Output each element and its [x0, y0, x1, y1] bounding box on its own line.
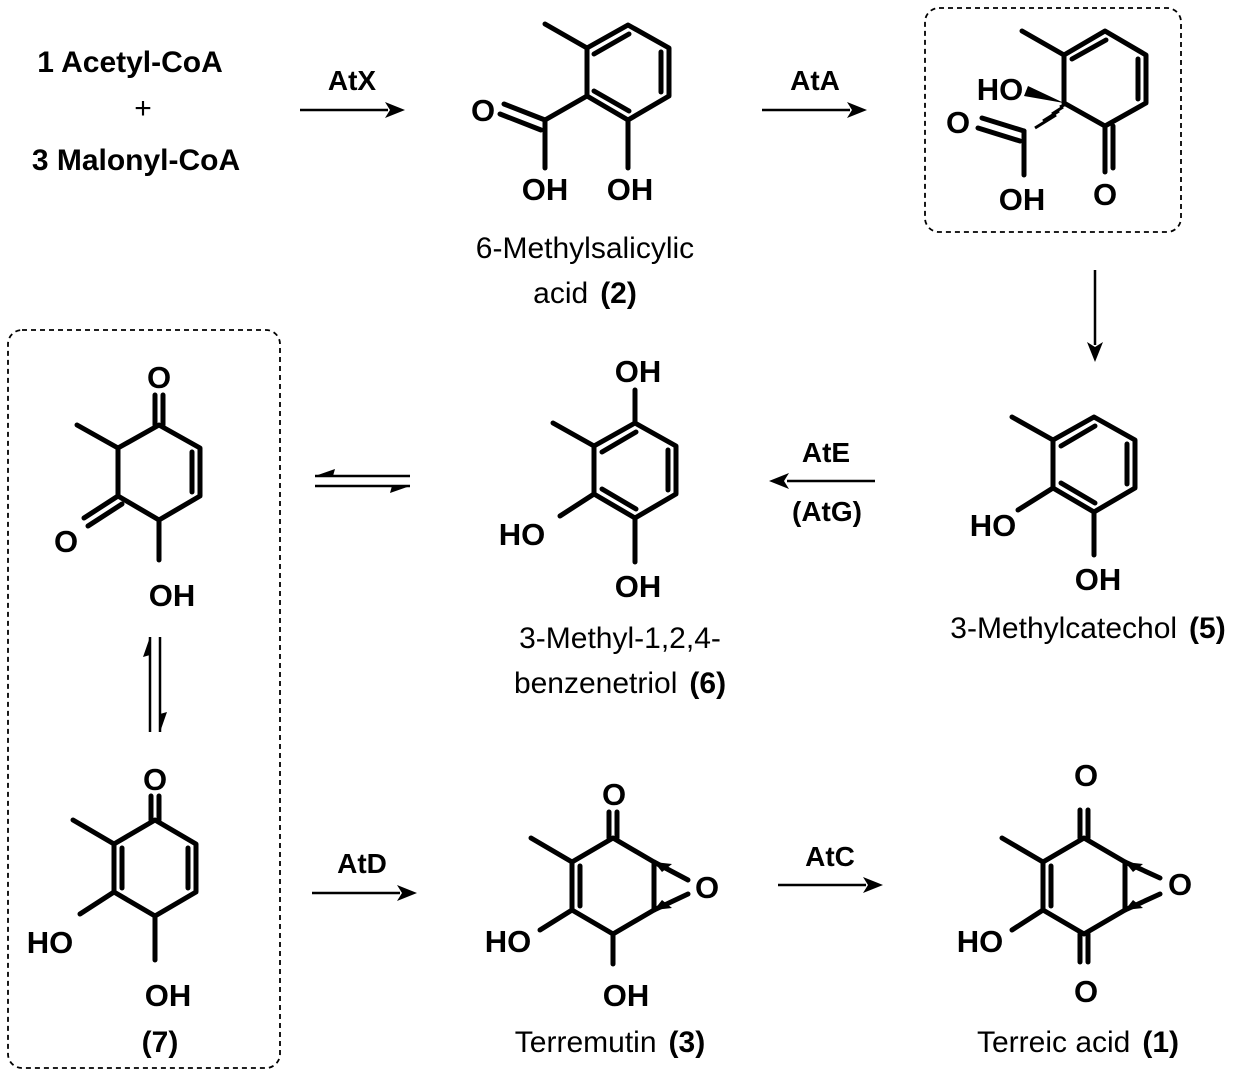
- compound-6-name: 3-Methyl-1,2,4-: [519, 622, 721, 655]
- enzyme-atd-label: AtD: [337, 848, 387, 879]
- enol-hydroxyl: HO: [957, 924, 1004, 959]
- carbonyl-oxygen: O: [471, 93, 495, 128]
- bottom-ketone-oxygen: O: [1074, 974, 1098, 1009]
- plus-sign: +: [134, 92, 152, 125]
- acid-carbonyl-oxygen: O: [946, 105, 970, 140]
- compound-1-label: Terreic acid (1): [977, 1026, 1179, 1059]
- arrow-ate: AtE (AtG): [769, 437, 875, 527]
- ketone-oxygen: O: [602, 777, 626, 812]
- boxed-intermediate-hydroxy-acid: HO O OH O: [924, 7, 1182, 233]
- tertiary-hydroxyl: HO: [977, 72, 1024, 107]
- compound-2-name-line2: acid (2): [533, 277, 637, 310]
- top-ketone-oxygen: O: [147, 360, 171, 395]
- ketone-oxygen: O: [1093, 177, 1117, 212]
- compound-3-methyl-benzenetriol: OH HO OH 3-Methyl-1,2,4- benzenetriol (6…: [499, 354, 726, 700]
- hydroxyl-top: OH: [615, 354, 662, 389]
- enzyme-atx-label: AtX: [328, 65, 377, 96]
- hydroxyl: OH: [603, 978, 650, 1013]
- enzyme-atg-label: (AtG): [792, 496, 862, 527]
- malonyl-coa-label: 3 Malonyl-CoA: [32, 144, 240, 177]
- equilibrium-arrows-horizontal: [315, 469, 410, 493]
- enzyme-ate-label: AtE: [802, 437, 850, 468]
- ketone-oxygen: O: [143, 762, 167, 797]
- arrow-atc: AtC: [778, 841, 883, 893]
- arrow-atx: AtX: [300, 65, 405, 118]
- enol-hydroxyl: HO: [27, 925, 74, 960]
- acetyl-coa-label: 1 Acetyl-CoA: [37, 46, 223, 79]
- compound-2-name: 6-Methylsalicylic: [476, 232, 694, 265]
- arrow-atd: AtD: [312, 848, 417, 901]
- top-ketone-oxygen: O: [1074, 758, 1098, 793]
- arrow-down: [1087, 270, 1103, 362]
- compound-terreic-acid: O O HO O Terreic acid (1): [957, 758, 1192, 1059]
- hydroxyl-1: OH: [1075, 562, 1122, 597]
- acid-hydroxyl: OH: [999, 182, 1046, 217]
- hydroxyl: OH: [145, 978, 192, 1013]
- hydroxyl: OH: [149, 578, 196, 613]
- compound-6-methylsalicylic-acid: O OH OH 6-Methylsalicylic acid (2): [471, 21, 694, 310]
- enzyme-ata-label: AtA: [790, 65, 840, 96]
- compound-7-number: (7): [142, 1026, 179, 1059]
- dashed-box-tautomers: [7, 329, 281, 1069]
- acid-hydroxyl: OH: [522, 172, 569, 207]
- compound-3-methylcatechol: HO OH 3-Methylcatechol (5): [950, 414, 1226, 645]
- enzyme-atc-label: AtC: [805, 841, 855, 872]
- enol-hydroxyl: HO: [485, 924, 532, 959]
- compound-3-label: Terremutin (3): [515, 1026, 705, 1059]
- epoxide-oxygen: O: [1168, 867, 1192, 902]
- tautomer-cyclohexenedione: O O OH: [54, 360, 203, 613]
- arrow-ata: AtA: [762, 65, 867, 118]
- phenol-hydroxyl: OH: [607, 172, 654, 207]
- compound-terremutin: O O HO OH Terremutin (3): [485, 777, 719, 1059]
- compound-5-label: 3-Methylcatechol (5): [950, 612, 1225, 645]
- epoxide-oxygen: O: [695, 870, 719, 905]
- equilibrium-arrows-vertical: [143, 637, 167, 732]
- side-ketone-oxygen: O: [54, 524, 78, 559]
- hydroxyl-bottom: OH: [615, 569, 662, 604]
- hydroxyl-2: HO: [970, 508, 1017, 543]
- hydroxyl-left: HO: [499, 517, 546, 552]
- compound-7: O HO OH (7): [27, 762, 199, 1059]
- compound-6-name-line2: benzenetriol (6): [514, 667, 726, 700]
- starting-materials: 1 Acetyl-CoA + 3 Malonyl-CoA: [32, 46, 240, 177]
